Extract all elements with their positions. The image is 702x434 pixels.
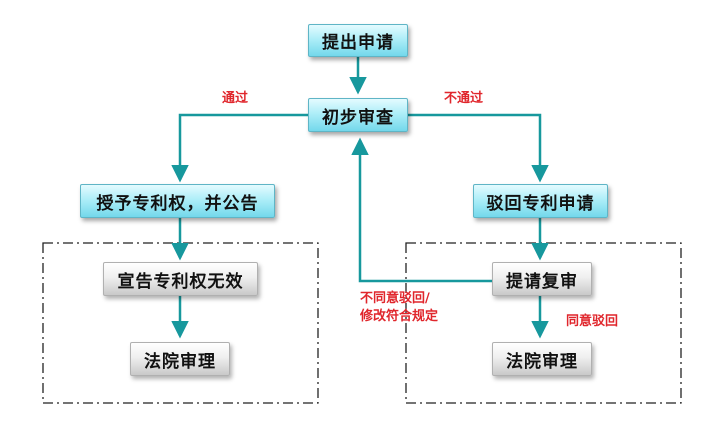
node-court-left: 法院审理 xyxy=(130,342,230,376)
node-reject-application: 驳回专利申请 xyxy=(473,184,608,218)
arrow-fail-to-reject xyxy=(408,115,540,180)
label-pass: 通过 xyxy=(222,90,248,107)
label-disagree-line2: 修改符合规定 xyxy=(360,308,438,325)
label-agree: 同意驳回 xyxy=(566,313,618,330)
label-fail: 不通过 xyxy=(444,90,483,107)
node-submit-application: 提出申请 xyxy=(308,24,408,57)
node-preliminary-review: 初步审查 xyxy=(308,98,408,132)
arrow-pass-to-grant xyxy=(180,115,308,180)
node-court-right: 法院审理 xyxy=(492,342,592,376)
label-disagree-line1: 不同意驳回/ xyxy=(360,290,430,307)
node-grant-patent: 授予专利权，并公告 xyxy=(80,184,275,218)
node-invalidate-patent: 宣告专利权无效 xyxy=(103,262,258,296)
node-request-reexamination: 提请复审 xyxy=(492,262,592,296)
